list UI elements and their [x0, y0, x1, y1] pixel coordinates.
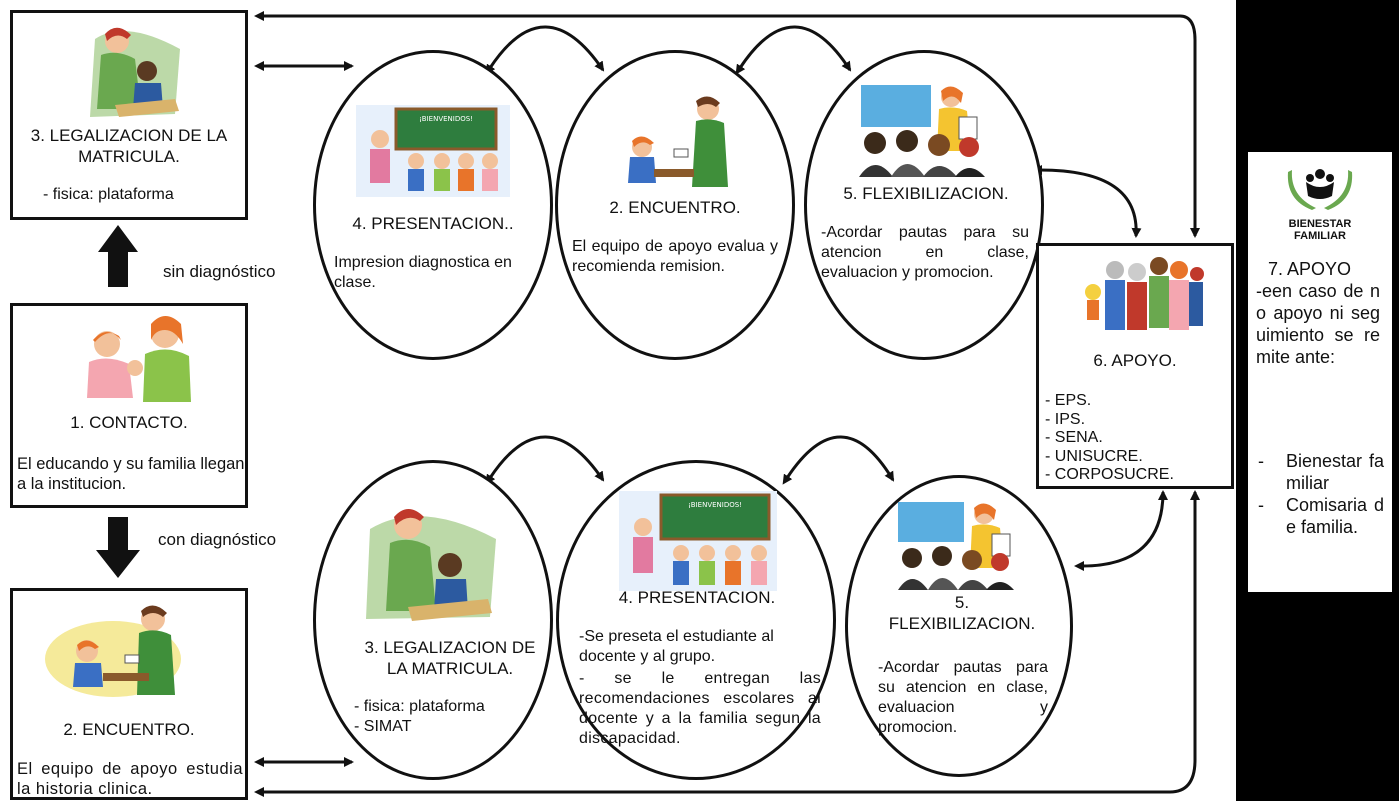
encuentro-top-title: 2. ENCUENTRO.: [609, 198, 741, 217]
classroom-illustration-2: ¡BIENVENIDOS!: [619, 491, 777, 591]
flexibilizacion-bottom-ellipse: 5. FLEXIBILIZACION. -Acordar pautas para…: [845, 475, 1073, 777]
arrow-curve-bottom-1: [485, 435, 605, 485]
presentacion-bottom-body1: -Se preseta el estudiante al docente y a…: [579, 628, 774, 665]
legalizacion-top-title: 3. LEGALIZACION DE LA MATRICULA.: [30, 126, 228, 166]
logo-text-line2: FAMILIAR: [1294, 230, 1346, 242]
legalizacion-bottom-ellipse: 3. LEGALIZACION DE LA MATRICULA. - fisic…: [313, 460, 553, 780]
arrow-down-con-diagnostico: [96, 517, 140, 578]
encuentro-bottom-body: El equipo de apoyo estudia la historia c…: [17, 760, 243, 798]
presentacion-bottom-title: 4. PRESENTACION.: [618, 588, 776, 607]
flexibilizacion-top-ellipse: 5. FLEXIBILIZACION. -Acordar pautas para…: [804, 50, 1044, 360]
presentacion-top-body: Impresion diagnostica en clase.: [334, 254, 512, 291]
apoyo7-list: -Bienestar familiar -Comisaria de famili…: [1258, 450, 1384, 538]
legalizacion-bottom-list: - fisica: plataforma - SIMAT: [354, 697, 485, 737]
presentacion-bottom-ellipse: ¡BIENVENIDOS! 4. PRESENTACION. -Se prese…: [556, 460, 836, 780]
apoyo6-list: - EPS. - IPS. - SENA. - UNISUCRE. - CORP…: [1045, 392, 1174, 485]
flexibilizacion-top-title: 5. FLEXIBILIZACION.: [843, 184, 1009, 203]
apoyo6-item: - EPS.: [1045, 392, 1092, 409]
classroom-illustration: ¡BIENVENIDOS!: [356, 105, 510, 197]
family-illustration: [1085, 257, 1204, 330]
arrow-curve-top-2: [735, 25, 852, 75]
apoyo6-item: - UNISUCRE.: [1045, 447, 1143, 465]
mother-child-illustration: [87, 316, 191, 402]
bienestar-familiar-logo: [1287, 169, 1353, 210]
encuentro-bottom-box: 2. ENCUENTRO. El equipo de apoyo estudia…: [10, 588, 248, 800]
legalizacion-bottom-item: - SIMAT: [354, 718, 412, 735]
apoyo6-item: - IPS.: [1045, 410, 1086, 428]
side-card-apoyo7: BIENESTAR FAMILIAR 7. APOYO -een caso de…: [1248, 152, 1392, 592]
apoyo7-title: 7. APOYO: [1268, 259, 1352, 279]
apoyo7-body: -een caso de no apoyo ni seguimiento se …: [1256, 281, 1380, 367]
legalizacion-top-line: - fisica: plataforma: [43, 186, 174, 203]
presentacion-top-title: 4. PRESENTACION..: [352, 214, 514, 233]
presentacion-bottom-body2: - se le entregan las recomendaciones esc…: [579, 670, 821, 747]
legalizacion-bottom-title: 3. LEGALIZACION DE LA MATRICULA.: [364, 638, 536, 678]
arrow-up-sin-diagnostico: [98, 225, 138, 287]
arrow-top-loop: [254, 11, 1200, 238]
encuentro-top-ellipse: 2. ENCUENTRO. El equipo de apoyo evalua …: [555, 50, 795, 360]
apoyo6-title: 6. APOYO.: [1093, 351, 1177, 370]
apoyo6-item: - CORPOSUCRE.: [1045, 466, 1174, 483]
contacto-title: 1. CONTACTO.: [70, 413, 188, 432]
sin-diagnostico-label: sin diagnóstico: [163, 262, 276, 281]
arrow-bottom-loop: [254, 490, 1200, 797]
presentacion-top-ellipse: ¡BIENVENIDOS! 4. PRESENTACION.. Impresio…: [313, 50, 553, 360]
arrow-flex-apoyo: [1032, 165, 1142, 238]
logo-text-line1: BIENESTAR: [1288, 218, 1352, 230]
flexibilizacion-top-body: -Acordar pautas para su atencion en clas…: [821, 224, 1029, 281]
arrow-flex-bottom-apoyo: [1074, 490, 1168, 571]
legalizacion-bottom-item: - fisica: plataforma: [354, 698, 485, 715]
apoyo6-box: 6. APOYO. - EPS. - IPS. - SENA. - UNISUC…: [1036, 243, 1234, 489]
teacher-desk-illustration: [45, 605, 181, 697]
teacher-student-illustration-2: [366, 509, 496, 621]
apoyo7-item: -Bienestar familiar: [1258, 451, 1384, 493]
flexibilizacion-bottom-title: 5. FLEXIBILIZACION.: [888, 593, 1036, 633]
encuentro-top-body: El equipo de apoyo evalua y recomienda r…: [572, 238, 778, 275]
meeting-illustration-2: [898, 502, 1014, 590]
contacto-box: 1. CONTACTO. El educando y su familia ll…: [10, 303, 248, 508]
apoyo7-item: -Comisaria de familia.: [1258, 495, 1384, 537]
meeting-illustration: [859, 85, 985, 177]
legalizacion-top-box: 3. LEGALIZACION DE LA MATRICULA. - fisic…: [10, 10, 248, 220]
arrow-curve-top-1: [485, 25, 605, 75]
contacto-body: El educando y su familia llegan a la ins…: [17, 455, 245, 493]
arrow-curve-bottom-2: [782, 435, 895, 485]
encuentro-bottom-title: 2. ENCUENTRO.: [63, 720, 195, 739]
board-text: ¡BIENVENIDOS!: [419, 115, 473, 123]
board-text-2: ¡BIENVENIDOS!: [688, 501, 742, 509]
con-diagnostico-label: con diagnóstico: [158, 530, 277, 549]
flexibilizacion-bottom-body: -Acordar pautas para su atencion en clas…: [878, 659, 1048, 736]
teacher-desk-illustration-2: [628, 96, 728, 187]
apoyo6-item: - SENA.: [1045, 429, 1103, 446]
teacher-student-illustration: [90, 27, 180, 117]
